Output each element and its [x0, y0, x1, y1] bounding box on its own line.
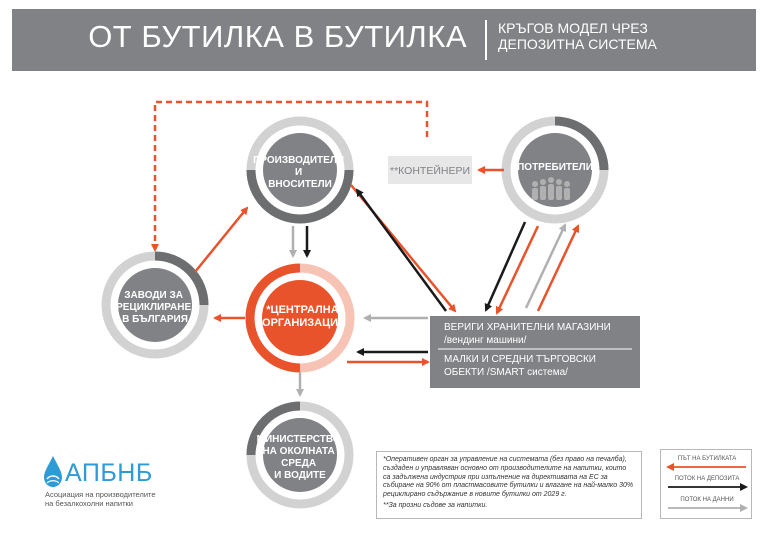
- legend-deposit-flow: ПОТОК НА ДЕПОЗИТА: [674, 476, 740, 482]
- page-title: ОТ БУТИЛКА В БУТИЛКА: [88, 19, 467, 54]
- footnote-text-1: *Оперативен орган за управление на систе…: [383, 456, 634, 499]
- logo-tagline: Асоциация на производителите на безалкох…: [45, 490, 156, 508]
- people-icon: [532, 177, 570, 200]
- footnote-text-2: **За прозни съдове за напитки.: [383, 501, 488, 509]
- consumers-label: ПОТРЕБИТЕЛИ: [517, 162, 593, 173]
- ministry-label-3: СРЕДА: [281, 458, 316, 469]
- logo-name: АПБНБ: [65, 459, 153, 487]
- recycling-label-2: РЕЦИКЛИРАНЕ: [116, 302, 191, 313]
- recycling-label-3: В БЪЛГАРИЯ: [122, 314, 188, 325]
- arrow-retail-to-consumers-orange: [536, 224, 580, 312]
- producers-label-1: ПРОИЗВОДИТЕЛИ: [253, 155, 344, 166]
- containers-label: **КОНТЕЙНЕРИ: [390, 164, 470, 177]
- recycling-node: [101, 251, 209, 359]
- arrow-consumers-to-retail-black: [484, 221, 527, 312]
- producers-label-3: ВНОСИТЕЛИ: [268, 179, 332, 190]
- retail-line4: ОБЕКТИ /SMART система/: [444, 367, 568, 378]
- ministry-label-1: МИНИСТЕРСТВО: [257, 434, 341, 445]
- arrow-recycling-to-producers: [194, 206, 249, 273]
- ministry-label-4: И ВОДИТЕ: [274, 470, 326, 481]
- central-label-2: ОРГАНИЗАЦИЯ: [262, 317, 346, 329]
- producers-label: ПРОИЗВОДИТЕЛИ И ВНОСИТЕЛИ: [253, 155, 347, 190]
- central-node: [245, 263, 355, 373]
- retail-box: [430, 316, 640, 388]
- water-drop-icon: [44, 456, 62, 487]
- recycling-label-1: ЗАВОДИ ЗА: [124, 290, 183, 301]
- legend-data-flow: ПОТОК НА ДАННИ: [680, 497, 734, 503]
- arrow-consumers-to-retail-orange: [495, 225, 540, 315]
- consumers-label-1: ПОТРЕБИТЕЛИ: [517, 162, 593, 173]
- ministry-label-2: НА ОКОЛНАТА: [262, 446, 334, 457]
- header-subtitle-line1: КРЪГОВ МОДЕЛ ЧРЕЗ: [498, 20, 648, 36]
- ministry-node: [246, 401, 354, 509]
- arrow-retail-to-producers-black: [355, 188, 448, 312]
- central-label: *ЦЕНТРАЛНА ОРГАНИЗАЦИЯ: [262, 304, 346, 329]
- header-divider: [485, 20, 487, 60]
- logo-tagline-2: на безалкохолни напитки: [45, 499, 133, 508]
- producers-node: [246, 116, 354, 224]
- arrow-retail-to-consumers-gray: [524, 223, 567, 309]
- legend-bottle-path: ПЪТ НА БУТИЛКАТА: [677, 456, 737, 462]
- recycling-label: ЗАВОДИ ЗА РЕЦИКЛИРАНЕ В БЪЛГАРИЯ: [116, 290, 194, 325]
- footnote-box: *Оперативен орган за управление на систе…: [376, 451, 642, 519]
- ministry-label: МИНИСТЕРСТВО НА ОКОЛНАТА СРЕДА И ВОДИТЕ: [257, 434, 344, 481]
- legend-box: ПЪТ НА БУТИЛКАТА ПОТОК НА ДЕПОЗИТА ПОТОК…: [660, 449, 752, 519]
- producers-label-2: И: [295, 167, 302, 178]
- logo-tagline-1: Асоциация на производителите: [45, 490, 156, 499]
- central-label-1: *ЦЕНТРАЛНА: [266, 304, 338, 316]
- retail-line1: ВЕРИГИ ХРАНИТЕЛНИ МАГАЗИНИ: [444, 322, 611, 333]
- containers-box: [388, 156, 472, 184]
- retail-line3: МАЛКИ И СРЕДНИ ТЪРГОВСКИ: [444, 354, 596, 365]
- header-banner: ОТ БУТИЛКА В БУТИЛКА КРЪГОВ МОДЕЛ ЧРЕЗ Д…: [12, 9, 756, 71]
- dashed-return-path: [151, 100, 429, 252]
- header-subtitle-line2: ДЕПОЗИТНА СИСТЕМА: [498, 36, 657, 52]
- retail-line2: /вендинг машини/: [444, 335, 527, 346]
